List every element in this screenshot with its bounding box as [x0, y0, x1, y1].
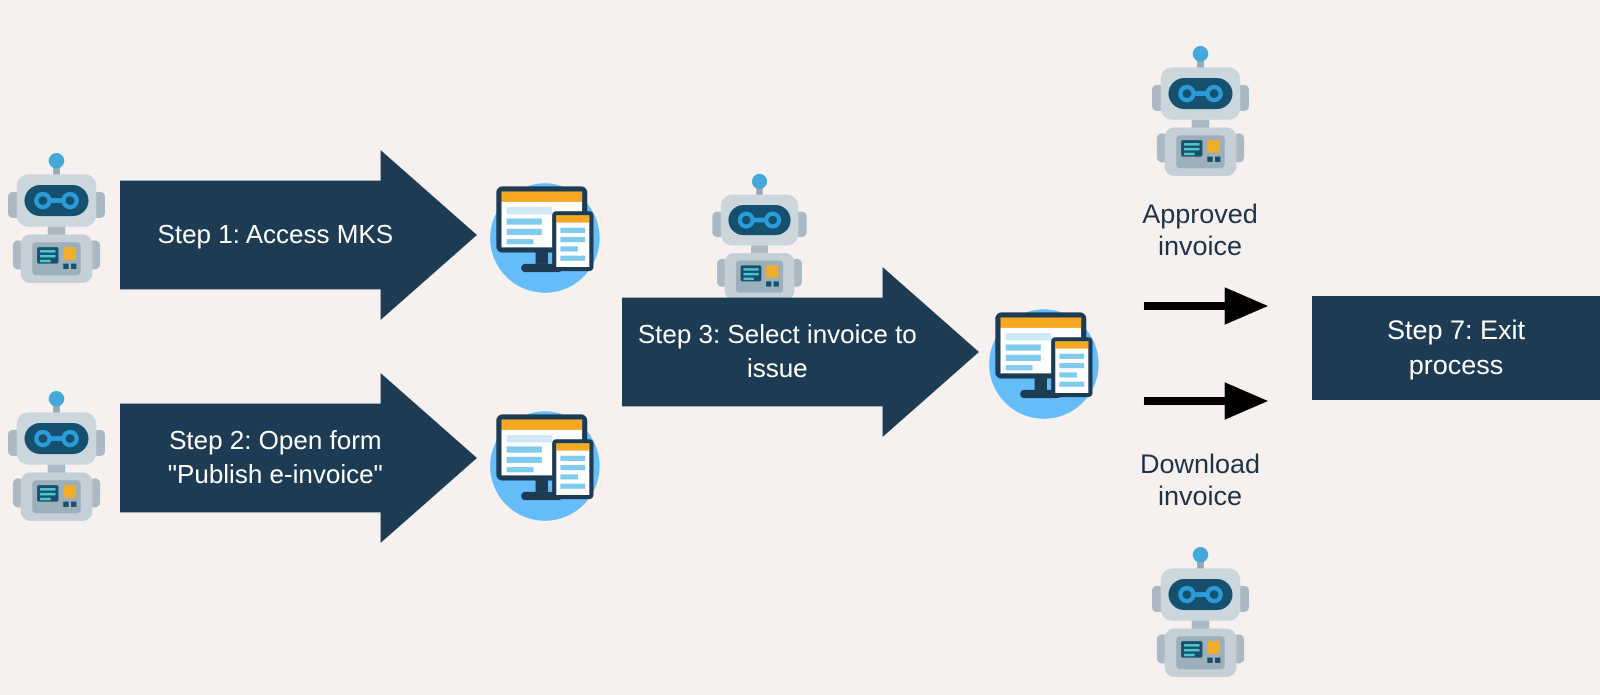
download-invoice-label: Download invoice — [1139, 449, 1261, 512]
step7-box: Step 7: Exit process — [1312, 296, 1600, 400]
step2-label-wrap: Step 2: Open form "Publish e-invoice" — [120, 373, 431, 543]
robot-icon — [1152, 543, 1249, 683]
monitor-with-tablet-icon — [486, 402, 610, 526]
robot-icon — [8, 150, 105, 288]
arrow-right-icon — [1143, 287, 1269, 325]
robot-icon — [1152, 42, 1249, 182]
monitor-with-tablet-icon — [985, 300, 1109, 424]
arrow-right-icon — [1143, 382, 1269, 420]
step1-label: Step 1: Access MKS — [157, 219, 394, 250]
robot-icon — [8, 388, 105, 526]
step7-label: Step 7: Exit process — [1386, 314, 1526, 380]
step3-label-wrap: Step 3: Select invoice to issue — [622, 267, 933, 437]
monitor-with-tablet-icon — [486, 174, 610, 298]
approved-invoice-label: Approved invoice — [1142, 199, 1258, 262]
step2-label: Step 2: Open form "Publish e-invoice" — [167, 425, 383, 489]
robot-icon — [712, 172, 807, 304]
step1-arrow: Step 1: Access MKS — [120, 150, 477, 320]
step2-arrow: Step 2: Open form "Publish e-invoice" — [120, 373, 477, 543]
step3-label: Step 3: Select invoice to issue — [637, 319, 917, 383]
step1-label-wrap: Step 1: Access MKS — [120, 150, 431, 320]
